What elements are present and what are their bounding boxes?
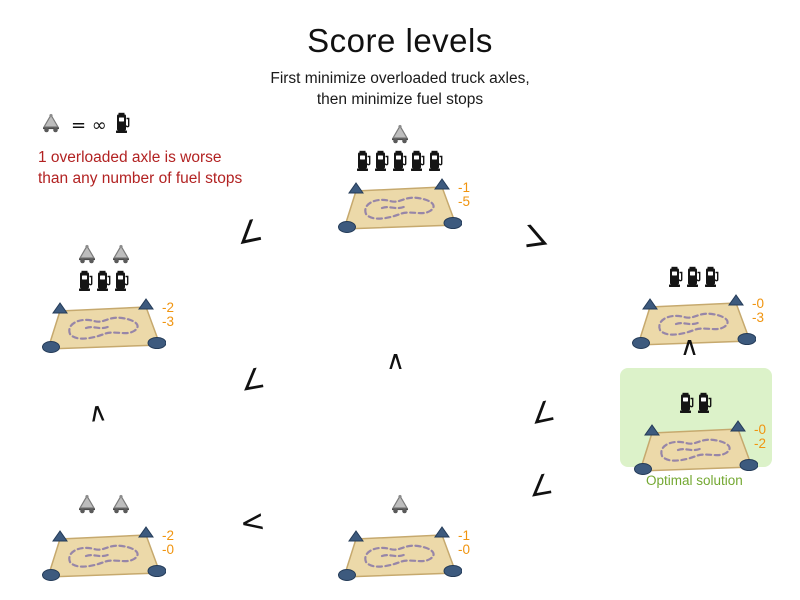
route-map: -2 -0	[42, 526, 174, 582]
subtitle-line-1: First minimize overloaded truck axles,	[270, 70, 530, 87]
overloaded-axle-icon	[389, 494, 411, 514]
solution-bottom-middle: -1 -0	[338, 494, 470, 582]
fuel-pump-icon	[679, 392, 695, 414]
axle-score: -2	[161, 528, 174, 543]
subtitle-line-2: then minimize fuel stops	[316, 91, 484, 108]
fuel-pump-icon	[374, 150, 390, 172]
score: -1 -5	[458, 181, 470, 209]
legend-note-line-2: than any number of fuel stops	[38, 170, 243, 187]
route-map-illustration	[42, 298, 167, 353]
overloaded-axle-icon	[110, 494, 132, 514]
fuel-pump-icon	[704, 266, 720, 288]
legend-axle-icons	[40, 113, 62, 138]
worse-than-symbol: ∧	[86, 397, 109, 429]
fuel-pump-icon	[115, 112, 131, 134]
fuel-score: -2	[753, 436, 766, 451]
worse-than-symbol: ∠	[232, 212, 267, 253]
fuel-pump-icon	[114, 270, 130, 292]
worse-than-symbol: ∠	[519, 217, 552, 256]
fuel-pump-icon	[428, 150, 444, 172]
axle-score: -1	[457, 528, 470, 543]
fuel-pump-icon	[697, 392, 713, 414]
worse-than-symbol: ∧	[386, 346, 406, 376]
solution-optimal: -0 -2	[634, 368, 766, 476]
fuel-icon-row	[632, 266, 756, 288]
score: -0 -3	[752, 297, 764, 325]
route-map: -1 -5	[338, 178, 470, 234]
route-map-illustration	[634, 420, 759, 475]
score: -0 -2	[754, 423, 766, 451]
overloaded-axle-icon	[76, 494, 98, 514]
fuel-pump-icon	[356, 150, 372, 172]
fuel-pump-icon	[686, 266, 702, 288]
legend: = ∞	[40, 112, 131, 139]
fuel-score: -0	[161, 542, 174, 557]
route-map: -1 -0	[338, 526, 470, 582]
optimal-highlight-box: -0 -2	[620, 368, 772, 475]
worse-than-symbol: ∠	[237, 361, 268, 398]
legend-fuel-icons	[115, 112, 131, 139]
fuel-score: -0	[457, 542, 470, 557]
route-map: -0 -3	[632, 294, 764, 350]
score: -2 -3	[162, 301, 174, 329]
fuel-score: -5	[457, 194, 470, 209]
overloaded-axle-icon	[76, 244, 98, 264]
axle-score: -0	[753, 422, 766, 437]
worse-than-symbol: ∠	[525, 467, 556, 504]
overloaded-axle-icon	[110, 244, 132, 264]
route-map-illustration	[338, 526, 463, 581]
fuel-icon-row	[634, 392, 758, 414]
legend-note: 1 overloaded axle is worse than any numb…	[38, 147, 242, 189]
fuel-score: -3	[161, 314, 174, 329]
axle-score: -0	[751, 296, 764, 311]
axle-icon-row	[42, 244, 166, 264]
fuel-pump-icon	[410, 150, 426, 172]
overloaded-axle-icon	[389, 124, 411, 144]
worse-than-symbol: ∠	[526, 393, 559, 432]
fuel-pump-icon	[78, 270, 94, 292]
solution-top: -1 -5	[338, 124, 470, 234]
axle-icon-row	[338, 124, 462, 144]
solution-bottom-left: -2 -0	[42, 494, 174, 582]
score: -1 -0	[458, 529, 470, 557]
route-map-illustration	[338, 178, 463, 233]
route-map-illustration	[632, 294, 757, 349]
fuel-score: -3	[751, 310, 764, 325]
fuel-icon-row	[42, 270, 166, 292]
page-title: Score levels	[307, 22, 493, 59]
score: -2 -0	[162, 529, 174, 557]
fuel-pump-icon	[392, 150, 408, 172]
axle-score: -2	[161, 300, 174, 315]
overloaded-axle-icon	[40, 113, 62, 133]
fuel-pump-icon	[668, 266, 684, 288]
optimal-solution-label: Optimal solution	[646, 473, 743, 488]
axle-score: -1	[457, 180, 470, 195]
solution-mid-left: -2 -3	[42, 244, 174, 354]
subtitle: First minimize overloaded truck axles, t…	[0, 68, 800, 110]
axle-icon-row	[42, 494, 166, 514]
route-map: -2 -3	[42, 298, 174, 354]
legend-note-line-1: 1 overloaded axle is worse	[38, 149, 222, 166]
fuel-icon-row	[338, 150, 462, 172]
route-map: -0 -2	[634, 420, 766, 476]
legend-equation: = ∞	[71, 115, 107, 136]
worse-than-symbol: ∧	[680, 332, 700, 362]
axle-icon-row	[338, 494, 462, 514]
route-map-illustration	[42, 526, 167, 581]
worse-than-symbol: <	[237, 503, 268, 542]
fuel-pump-icon	[96, 270, 112, 292]
optimal-solution-area: -0 -2 Optimal solution	[620, 368, 772, 488]
solution-mid-right: -0 -3	[632, 260, 764, 350]
